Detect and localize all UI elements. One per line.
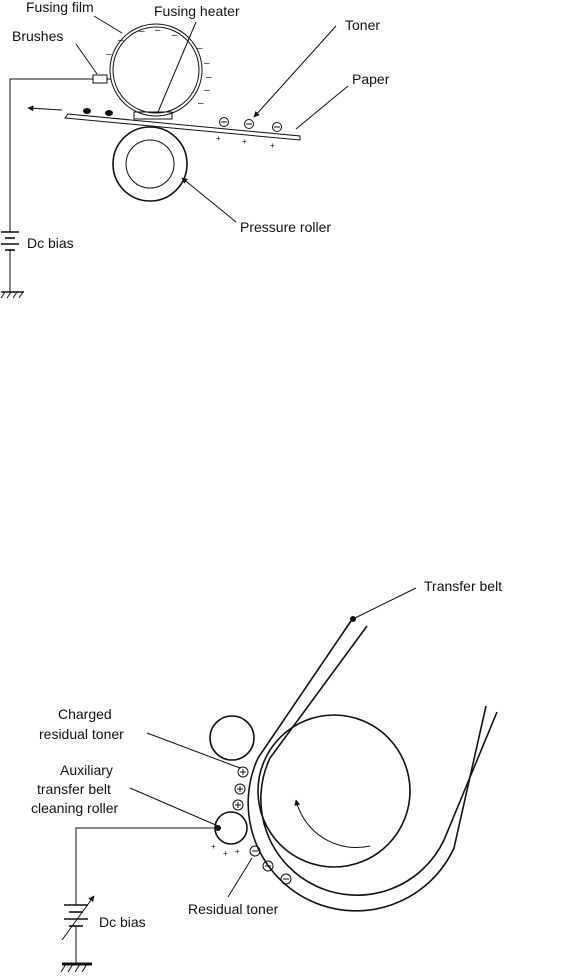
transfer-belt	[247, 617, 487, 912]
minus-sign: –	[206, 72, 212, 83]
brushes-leader	[75, 43, 98, 75]
plus-sign: +	[242, 137, 247, 146]
charged-residual-toner-label-line2: residual toner	[39, 726, 124, 742]
fusing-film-leader	[93, 15, 123, 34]
fuser-bias-wire	[9, 78, 93, 232]
aux-roller-leader	[129, 787, 219, 827]
plus-sign: +	[211, 842, 216, 851]
aux-roller-label-line1: Auxiliary	[60, 762, 113, 778]
transfer-belt-leader	[352, 587, 417, 620]
upper-small-roller	[209, 715, 255, 761]
fusing-film-negative-charges: – – – – – – – – – –	[106, 25, 212, 109]
residual-toner	[249, 845, 292, 885]
plus-sign: +	[216, 134, 221, 143]
fusing-heater-leader	[157, 21, 197, 113]
fuser-dc-bias-battery	[1, 231, 19, 292]
aux-roller-label-line3: cleaning roller	[31, 800, 118, 816]
belt-dc-bias-battery	[61, 895, 95, 964]
minus-sign: –	[139, 26, 145, 37]
charged-residual-toner-leader	[146, 732, 241, 769]
minus-sign: –	[197, 43, 203, 54]
fusing-film	[109, 23, 203, 117]
transfer-belt-diagram: + + + Transfer belt Cha	[31, 578, 502, 973]
minus-sign: –	[204, 58, 210, 69]
toner-label: Toner	[345, 17, 380, 33]
minus-sign: –	[198, 98, 204, 109]
transfer-belt-label: Transfer belt	[424, 578, 502, 594]
pressure-roller-leader	[181, 177, 237, 223]
pressure-roller-label: Pressure roller	[240, 219, 331, 235]
minus-sign: –	[118, 35, 124, 46]
fuser-diagram: – – – – – – – – – – + + +	[0, 0, 390, 299]
transfer-belt-inner	[260, 625, 498, 896]
aux-roller-positive-charges: + + +	[211, 842, 240, 858]
toner-particle	[83, 108, 91, 114]
toner-charges	[219, 117, 282, 132]
belt-drive-roller	[257, 714, 411, 868]
minus-sign: –	[106, 49, 112, 60]
charged-residual-toner	[232, 766, 249, 811]
plus-sign: +	[235, 847, 240, 856]
paper-leader	[295, 85, 349, 130]
paper-positive-charges: + + +	[216, 134, 275, 150]
pressure-roller	[112, 126, 188, 202]
fusing-heater-label: Fusing heater	[154, 3, 240, 19]
fusing-film-label: Fusing film	[26, 0, 94, 15]
toner-leader	[253, 25, 337, 118]
plus-sign: +	[270, 141, 275, 150]
aux-roller-label-line2: transfer belt	[37, 781, 111, 797]
brushes	[92, 74, 108, 84]
toner-particle	[105, 110, 113, 116]
fusing-heater	[133, 111, 173, 120]
fuser-dc-bias-label: Dc bias	[27, 235, 74, 251]
paper	[64, 113, 301, 141]
paper-direction-arrow	[27, 105, 63, 112]
minus-sign: –	[204, 85, 210, 96]
brushes-label: Brushes	[12, 28, 63, 44]
fuser-ground-symbol	[0, 291, 24, 299]
belt-dc-bias-label: Dc bias	[99, 914, 146, 930]
rotation-arrow	[294, 799, 371, 849]
belt-ground-symbol	[60, 962, 92, 973]
minus-sign: –	[172, 30, 178, 41]
residual-toner-leader	[227, 857, 253, 898]
charged-residual-toner-label-line1: Charged	[58, 706, 112, 722]
residual-toner-label: Residual toner	[188, 901, 279, 917]
paper-label: Paper	[352, 71, 390, 87]
minus-sign: –	[155, 25, 161, 36]
belt-bias-wire	[75, 827, 218, 905]
plus-sign: +	[223, 849, 228, 858]
